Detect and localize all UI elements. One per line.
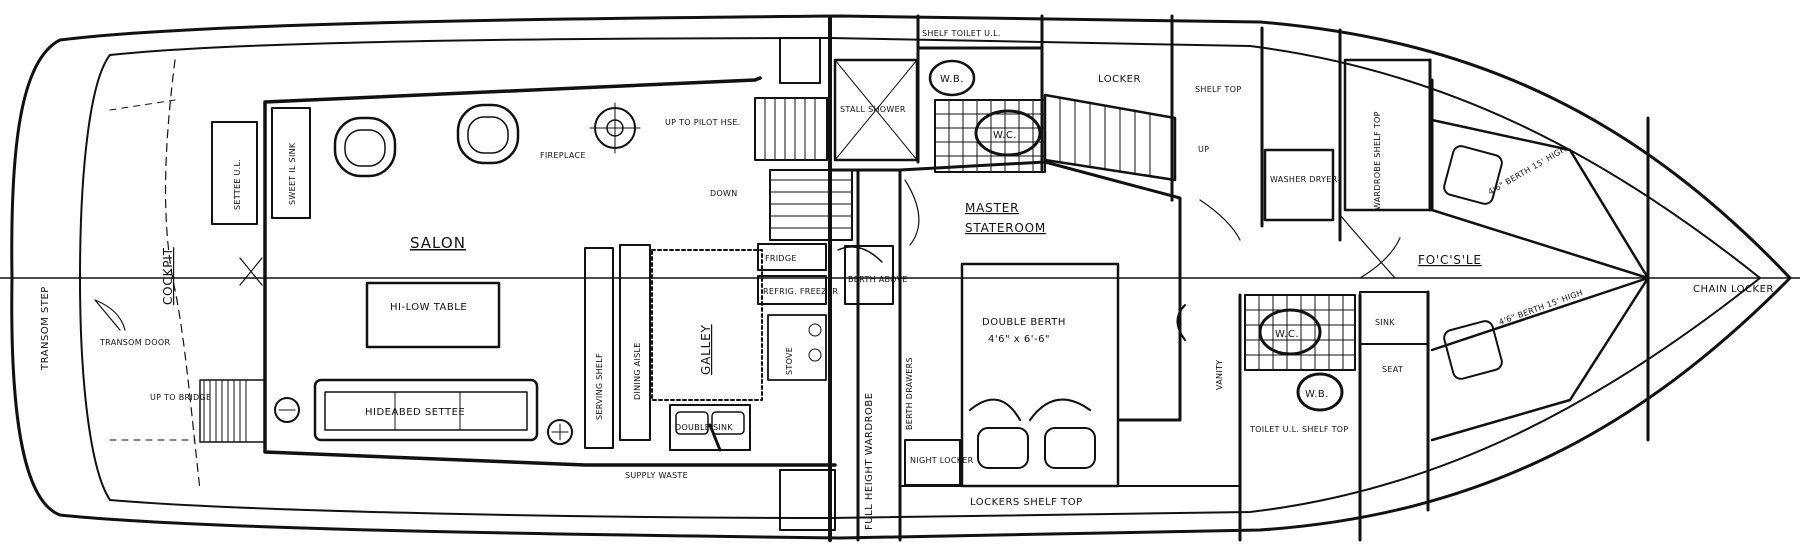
galley-area (584, 244, 763, 452)
label-wc-1: W.C. (993, 130, 1017, 141)
label-up-to-pilothouse: UP TO PILOT HSE. (665, 118, 741, 127)
label-salon: SALON (410, 234, 466, 252)
label-locker: LOCKER (1098, 74, 1141, 85)
cockpit-dash (164, 59, 201, 491)
forward-berth-lower (1430, 276, 1650, 442)
label-berth-size: 4'6" x 6'-6" (988, 334, 1050, 345)
label-up-to-bridge: UP TO BRIDGE (150, 393, 211, 402)
label-shelf-toilet-ul: SHELF TOILET U.L. (922, 29, 1001, 38)
master-walls (898, 160, 1182, 542)
label-hi-low-table: HI-LOW TABLE (390, 302, 467, 313)
label-berth-lower: 4'6" BERTH 15' HIGH (1498, 288, 1585, 327)
wb-1-icon (928, 59, 976, 97)
label-lockers-shelf-top: LOCKERS SHELF TOP (970, 497, 1083, 508)
wb-2-icon (1296, 372, 1344, 412)
label-transom-door: TRANSOM DOOR (99, 338, 170, 347)
label-berth-drawers: BERTH DRAWERS (905, 357, 914, 430)
label-focsle: FO'C'S'LE (1418, 253, 1482, 267)
label-cockpit: COCKPIT (161, 247, 175, 305)
stove-box (767, 314, 827, 381)
label-stove: STOVE (785, 347, 794, 375)
label-settee-ul: SETTEE U.L. (233, 159, 242, 210)
chair-2 (456, 103, 520, 165)
down-steps (769, 169, 853, 241)
lower-cabinet (779, 469, 836, 531)
label-double-sink: DOUBLE SINK (675, 423, 733, 432)
label-hideabed-settee: HIDEABED SETTEE (365, 407, 465, 418)
label-berth-upper: 4'6" BERTH 15' HIGH (1487, 145, 1568, 197)
sweet-sink-box (271, 107, 311, 219)
label-refrig-freezer: REFRIG. FREEZER (763, 287, 838, 296)
label-toilet-ul: TOILET U.L. SHELF TOP (1249, 425, 1348, 434)
label-shelf-top: SHELF TOP (1195, 85, 1241, 94)
label-wardrobe-shelf: WARDROBE SHELF TOP (1373, 111, 1382, 210)
label-stall-shower: STALL SHOWER (840, 105, 906, 114)
settee-box (211, 121, 258, 225)
label-dining-aisle: DINING AISLE (633, 342, 642, 400)
label-double-berth: DOUBLE BERTH (982, 317, 1066, 328)
label-wb-2: W.B. (1305, 389, 1329, 400)
upper-cabinet (779, 37, 821, 84)
wardrobe-box (1343, 58, 1432, 212)
stool-right-icon (547, 419, 573, 445)
forward-berth-upper (1430, 118, 1650, 280)
wc-1-icon (974, 109, 1042, 157)
label-down: DOWN (710, 189, 738, 198)
label-serving-shelf: SERVING SHELF (595, 353, 604, 420)
wc-2-icon (1258, 308, 1322, 356)
refrig-box (757, 275, 827, 305)
label-wc-2: W.C. (1275, 329, 1299, 340)
label-up: UP (1198, 145, 1209, 154)
up-steps (754, 97, 828, 161)
label-supply-waste: SUPPLY WASTE (625, 471, 688, 480)
washer-dryer-box (1263, 148, 1335, 222)
label-sweet-sink: SWEET IL SINK (288, 142, 297, 205)
stool-left-icon (274, 397, 300, 423)
label-transom-step: TRANSOM STEP (40, 286, 51, 371)
hull-outline (10, 14, 1792, 540)
label-fridge: FRIDGE (765, 254, 797, 263)
double-berth (960, 262, 1120, 488)
hideabed-settee (313, 378, 539, 442)
hi-low-table (365, 281, 501, 349)
label-night-locker: NIGHT LOCKER (910, 456, 974, 465)
label-stateroom: STATEROOM (965, 221, 1046, 235)
master-stairs (1043, 93, 1177, 182)
wc-tile-grid (934, 99, 1046, 173)
berth-above-box (844, 245, 894, 305)
transom-door-swing (94, 299, 126, 331)
label-master: MASTER (965, 201, 1019, 215)
label-washer-dryer: WASHER DRYER (1270, 175, 1338, 184)
label-chain-locker: CHAIN LOCKER (1693, 284, 1774, 295)
fridge-box (757, 243, 827, 271)
label-sink: SINK (1375, 318, 1395, 327)
chair-1 (333, 116, 397, 178)
label-seat: SEAT (1382, 365, 1403, 374)
label-fireplace: FIREPLACE (540, 151, 586, 160)
cockpit-steps (199, 379, 266, 443)
label-berth-above: BERTH ABOVE (848, 275, 908, 284)
label-galley: GALLEY (699, 324, 713, 375)
hull-inner (79, 37, 1761, 519)
label-vanity: VANITY (1215, 360, 1224, 390)
wc-2-tile-grid (1244, 294, 1356, 371)
label-wb-1: W.B. (940, 74, 964, 85)
label-full-height-wardrobe: FULL HEIGHT WARDROBE (864, 392, 875, 530)
